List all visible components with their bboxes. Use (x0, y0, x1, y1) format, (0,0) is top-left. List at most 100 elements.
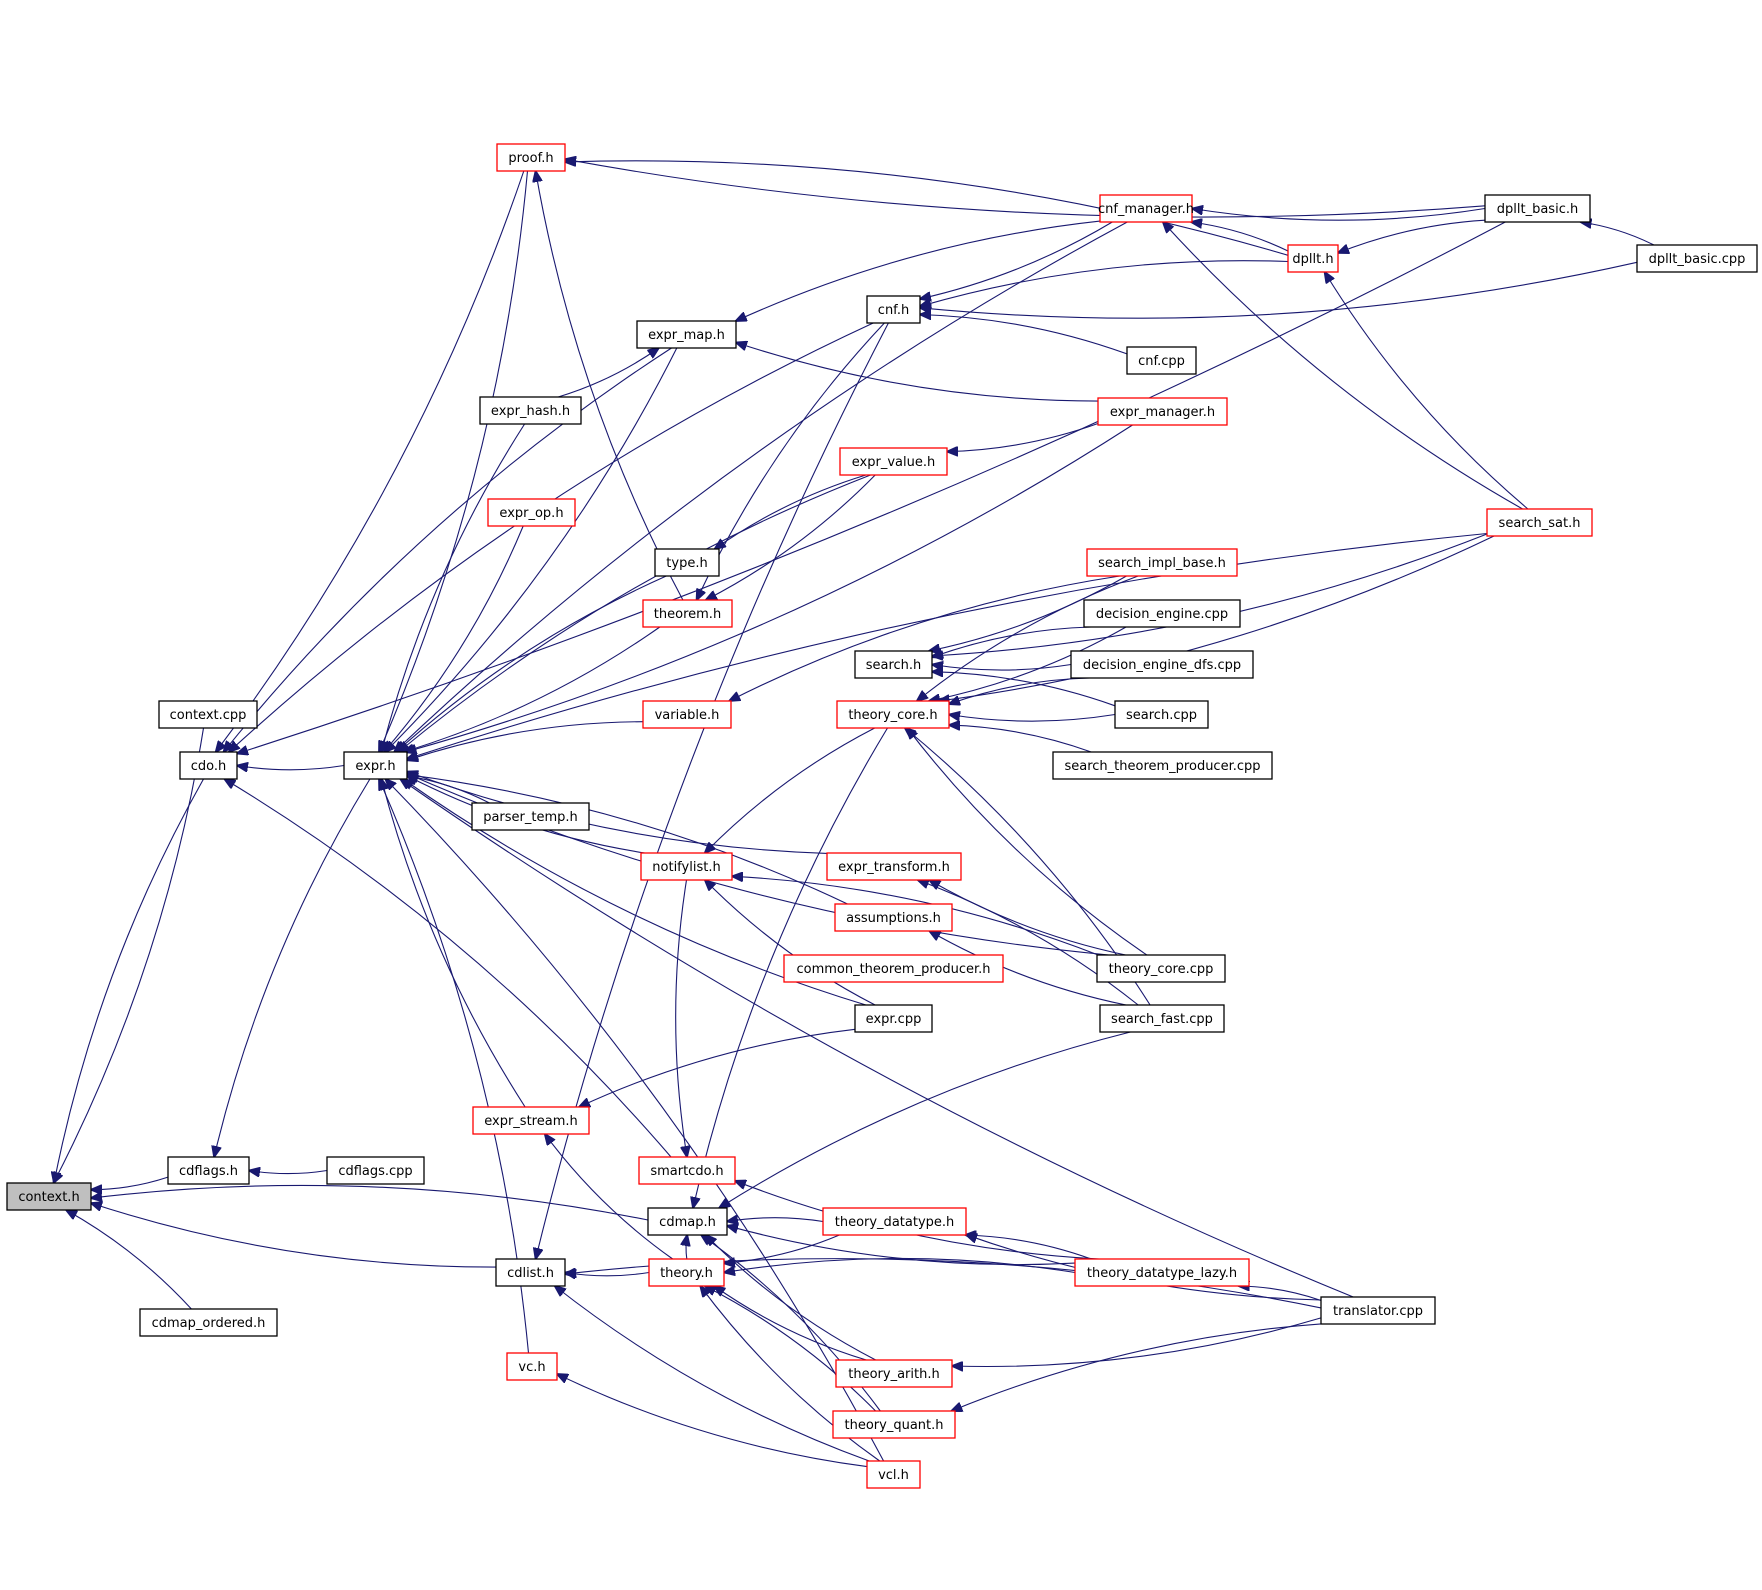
node-cnf-h[interactable]: cnf.h (866, 295, 921, 324)
node-box[interactable] (495, 1258, 566, 1287)
node-dpllt-basic-cpp[interactable]: dpllt_basic.cpp (1636, 244, 1758, 273)
node-proof-h[interactable]: proof.h (496, 143, 566, 172)
node-box[interactable] (158, 700, 258, 729)
node-box[interactable] (822, 1207, 967, 1236)
node-box[interactable] (638, 1156, 736, 1185)
node-box[interactable] (1320, 1296, 1436, 1325)
node-expr-hash-h[interactable]: expr_hash.h (479, 396, 582, 425)
node-decision-engine-dfs-cpp[interactable]: decision_engine_dfs.cpp (1070, 650, 1254, 679)
node-search-impl-base-h[interactable]: search_impl_base.h (1086, 548, 1238, 577)
node-box[interactable] (854, 650, 933, 679)
node-box[interactable] (826, 852, 962, 881)
node-search-h[interactable]: search.h (854, 650, 933, 679)
node-theory-arith-h[interactable]: theory_arith.h (835, 1359, 953, 1388)
node-box[interactable] (1096, 954, 1226, 983)
node-box[interactable] (1097, 397, 1228, 426)
node-dpllt-h[interactable]: dpllt.h (1287, 244, 1339, 273)
node-cdo-h[interactable]: cdo.h (179, 751, 238, 780)
node-box[interactable] (139, 1308, 278, 1337)
node-box[interactable] (834, 903, 953, 932)
node-expr-h[interactable]: expr.h (343, 751, 408, 780)
node-box[interactable] (487, 498, 576, 527)
node-box[interactable] (1086, 548, 1238, 577)
node-parser-temp-h[interactable]: parser_temp.h (471, 802, 590, 831)
node-translator-cpp[interactable]: translator.cpp (1320, 1296, 1436, 1325)
node-box[interactable] (642, 700, 732, 729)
node-box[interactable] (1052, 751, 1273, 780)
node-theory-h[interactable]: theory.h (648, 1258, 725, 1287)
node-box[interactable] (472, 1106, 590, 1135)
node-box[interactable] (1126, 346, 1197, 375)
node-common-theorem-producer-h[interactable]: common_theorem_producer.h (783, 954, 1004, 983)
node-variable-h[interactable]: variable.h (642, 700, 732, 729)
node-theory-core-h[interactable]: theory_core.h (836, 700, 950, 729)
node-cdlist-h[interactable]: cdlist.h (495, 1258, 566, 1287)
node-box[interactable] (179, 751, 238, 780)
node-search-theorem-producer-cpp[interactable]: search_theorem_producer.cpp (1052, 751, 1273, 780)
node-expr-value-h[interactable]: expr_value.h (839, 447, 948, 476)
node-vcl-h[interactable]: vcl.h (866, 1460, 921, 1489)
node-notifylist-h[interactable]: notifylist.h (640, 852, 733, 881)
node-smartcdo-h[interactable]: smartcdo.h (638, 1156, 736, 1185)
node-context-cpp[interactable]: context.cpp (158, 700, 258, 729)
node-box[interactable] (866, 1460, 921, 1489)
node-box[interactable] (835, 1359, 953, 1388)
node-theory-quant-h[interactable]: theory_quant.h (832, 1410, 956, 1439)
node-theorem-h[interactable]: theorem.h (642, 599, 733, 628)
node-box[interactable] (6, 1182, 92, 1211)
node-box[interactable] (1074, 1258, 1250, 1287)
node-dpllt-basic-h[interactable]: dpllt_basic.h (1484, 194, 1591, 223)
node-type-h[interactable]: type.h (654, 548, 720, 577)
node-box[interactable] (636, 320, 737, 349)
node-box[interactable] (1114, 700, 1209, 729)
node-box[interactable] (836, 700, 950, 729)
node-expr-transform-h[interactable]: expr_transform.h (826, 852, 962, 881)
node-box[interactable] (1636, 244, 1758, 273)
node-theory-core-cpp[interactable]: theory_core.cpp (1096, 954, 1226, 983)
node-box[interactable] (654, 548, 720, 577)
node-theory-datatype-lazy-h[interactable]: theory_datatype_lazy.h (1074, 1258, 1250, 1287)
node-box[interactable] (642, 599, 733, 628)
node-expr-map-h[interactable]: expr_map.h (636, 320, 737, 349)
node-expr-op-h[interactable]: expr_op.h (487, 498, 576, 527)
node-box[interactable] (343, 751, 408, 780)
node-box[interactable] (506, 1352, 558, 1381)
node-theory-datatype-h[interactable]: theory_datatype.h (822, 1207, 967, 1236)
node-expr-stream-h[interactable]: expr_stream.h (472, 1106, 590, 1135)
node-search-fast-cpp[interactable]: search_fast.cpp (1099, 1004, 1225, 1033)
node-box[interactable] (1287, 244, 1339, 273)
node-box[interactable] (1099, 194, 1193, 223)
node-decision-engine-cpp[interactable]: decision_engine.cpp (1083, 599, 1241, 628)
node-cdflags-h[interactable]: cdflags.h (167, 1156, 250, 1185)
node-cnf-manager-h[interactable]: cnf_manager.h (1098, 194, 1194, 223)
node-box[interactable] (1099, 1004, 1225, 1033)
node-cdmap-ordered-h[interactable]: cdmap_ordered.h (139, 1308, 278, 1337)
node-box[interactable] (471, 802, 590, 831)
node-cdmap-h[interactable]: cdmap.h (647, 1207, 728, 1236)
node-search-sat-h[interactable]: search_sat.h (1486, 508, 1593, 537)
node-box[interactable] (1083, 599, 1241, 628)
node-assumptions-h[interactable]: assumptions.h (834, 903, 953, 932)
node-box[interactable] (167, 1156, 250, 1185)
node-box[interactable] (648, 1258, 725, 1287)
node-box[interactable] (1484, 194, 1591, 223)
node-vc-h[interactable]: vc.h (506, 1352, 558, 1381)
node-box[interactable] (832, 1410, 956, 1439)
node-box[interactable] (1486, 508, 1593, 537)
node-cdflags-cpp[interactable]: cdflags.cpp (326, 1156, 425, 1185)
node-box[interactable] (783, 954, 1004, 983)
node-box[interactable] (496, 143, 566, 172)
node-box[interactable] (479, 396, 582, 425)
node-expr-cpp[interactable]: expr.cpp (854, 1004, 933, 1033)
node-box[interactable] (647, 1207, 728, 1236)
node-cnf-cpp[interactable]: cnf.cpp (1126, 346, 1197, 375)
node-context-h[interactable]: context.h (6, 1182, 92, 1211)
node-box[interactable] (866, 295, 921, 324)
node-box[interactable] (854, 1004, 933, 1033)
node-search-cpp[interactable]: search.cpp (1114, 700, 1209, 729)
node-box[interactable] (640, 852, 733, 881)
node-expr-manager-h[interactable]: expr_manager.h (1097, 397, 1228, 426)
node-box[interactable] (839, 447, 948, 476)
node-box[interactable] (1070, 650, 1254, 679)
node-box[interactable] (326, 1156, 425, 1185)
